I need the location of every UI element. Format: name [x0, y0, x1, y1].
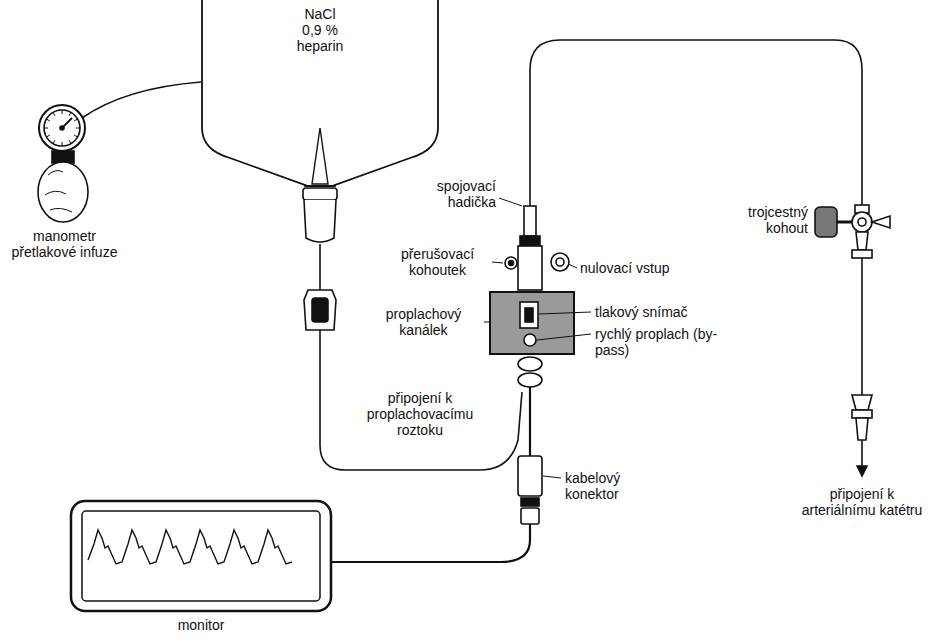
connecting-tube	[530, 40, 862, 206]
part-label: proplachový kanálek	[366, 306, 481, 338]
leader-lines	[484, 198, 591, 478]
infusion-bag: NaCl 0,9 % heparin	[200, 0, 440, 190]
part-label: manometr přetlakové infuze	[2, 228, 127, 260]
manometer	[38, 105, 88, 222]
monitor: monitor	[70, 500, 332, 638]
node-text: NaCl 0,9 % heparin	[295, 6, 345, 54]
three-way-stopcock	[815, 205, 890, 476]
monitor-cable	[331, 524, 530, 562]
pressure-line	[82, 82, 201, 118]
node-text: monitor	[70, 617, 332, 633]
part-label: tlakový snímač	[595, 304, 735, 320]
part-label: přerušovací kohoutek	[385, 246, 490, 278]
part-label: kabelový konektor	[565, 470, 655, 502]
part-label: rychlý proplach (by-pass)	[595, 326, 735, 358]
part-label: nulovací vstup	[580, 260, 720, 276]
part-label: spojovací hadička	[400, 178, 496, 210]
part-label: připojení k arteriálnímu katétru	[792, 486, 932, 518]
part-label: připojení k proplachovacímu roztoku	[350, 390, 490, 438]
part-label: trojcestný kohout	[720, 204, 808, 236]
